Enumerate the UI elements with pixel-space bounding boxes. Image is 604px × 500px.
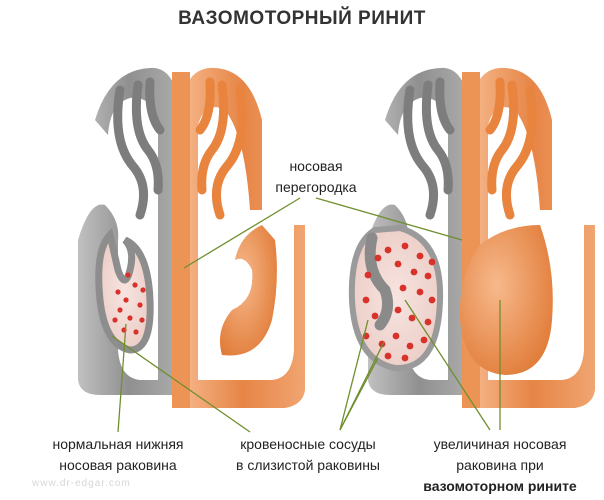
leader-enlarged xyxy=(404,299,491,431)
left-nasal-cavity xyxy=(78,67,305,409)
left-normal-turbinate xyxy=(95,228,154,354)
left-ethmoid-cells-right xyxy=(195,77,247,220)
leader-septum-left xyxy=(183,197,301,269)
right-enlarged-vessels xyxy=(362,242,436,362)
left-normal-turbinate-orange xyxy=(219,225,277,356)
watermark: www.dr-edgar.com xyxy=(32,478,131,489)
label-normal-turbinate: нормальная нижняя носовая раковина xyxy=(38,434,198,476)
right-nasal-cavity xyxy=(348,67,595,409)
leader-lines xyxy=(111,197,501,433)
label-enlarged-turbinate-line-1: увеличиная носовая xyxy=(433,436,567,452)
leader-septum-right xyxy=(315,197,463,241)
label-enlarged-turbinate-line-3: вазомоторном рините xyxy=(423,478,577,494)
label-blood-vessels: кровеносные сосуды в слизистой раковины xyxy=(228,434,388,476)
label-blood-vessels-line-2: в слизистой раковины xyxy=(236,457,380,473)
label-enlarged-turbinate-line-2: раковина при xyxy=(456,457,544,473)
right-enlarged-turbinate-orange xyxy=(459,225,553,375)
leader-vessels-left xyxy=(111,335,251,433)
left-septum xyxy=(172,72,190,408)
right-ethmoid-cells xyxy=(403,77,455,220)
left-normal-vessels xyxy=(112,272,146,335)
leader-vessels-b xyxy=(339,341,385,431)
label-normal-turbinate-line-2: носовая раковина xyxy=(59,457,177,473)
label-normal-turbinate-line-1: нормальная нижняя xyxy=(52,436,184,452)
label-nasal-septum-line-2: перегородка xyxy=(275,179,357,195)
label-nasal-septum-line-1: носовая xyxy=(289,158,343,174)
label-nasal-septum: носовая перегородка xyxy=(268,156,364,198)
leader-vessels-c xyxy=(339,319,369,431)
diagram-title: ВАЗОМОТОРНЫЙ РИНИТ xyxy=(178,8,426,29)
left-ethmoid-cells xyxy=(113,77,165,220)
right-turbinate-bone xyxy=(364,232,394,331)
right-ethmoid-cells-right xyxy=(485,77,537,220)
label-enlarged-turbinate: увеличиная носовая раковина при вазомото… xyxy=(418,434,582,497)
label-blood-vessels-line-1: кровеносные сосуды xyxy=(240,436,376,452)
leader-normal xyxy=(117,323,127,433)
